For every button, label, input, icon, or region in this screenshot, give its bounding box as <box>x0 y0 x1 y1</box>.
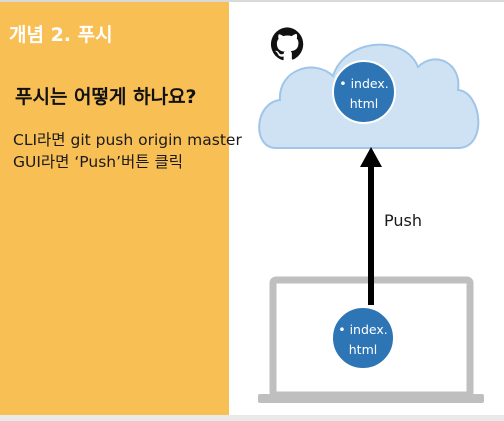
laptop-file-circle <box>331 306 395 370</box>
laptop-file-line1: • index. <box>338 322 388 337</box>
body-line-cli: CLI라면 git push origin master <box>13 131 242 149</box>
top-border <box>0 0 504 2</box>
laptop-file-line2: html <box>348 342 378 357</box>
left-panel <box>0 0 229 415</box>
body-line-gui: GUI라면 ‘Push’버튼 클릭 <box>13 153 183 171</box>
push-label: Push <box>384 211 422 230</box>
cloud-file-line1: • index. <box>339 76 389 91</box>
bottom-border <box>0 415 504 421</box>
up-arrow-icon <box>360 147 382 305</box>
slide-subtitle: 푸시는 어떻게 하나요? <box>15 86 197 108</box>
github-icon <box>270 27 304 61</box>
cloud-file-label: • index. html <box>324 74 404 114</box>
laptop-file-label: • index. html <box>323 320 403 360</box>
cloud-file-line2: html <box>349 96 379 111</box>
cloud-file-circle <box>332 60 396 124</box>
slide-title: 개념 2. 푸시 <box>9 24 113 46</box>
